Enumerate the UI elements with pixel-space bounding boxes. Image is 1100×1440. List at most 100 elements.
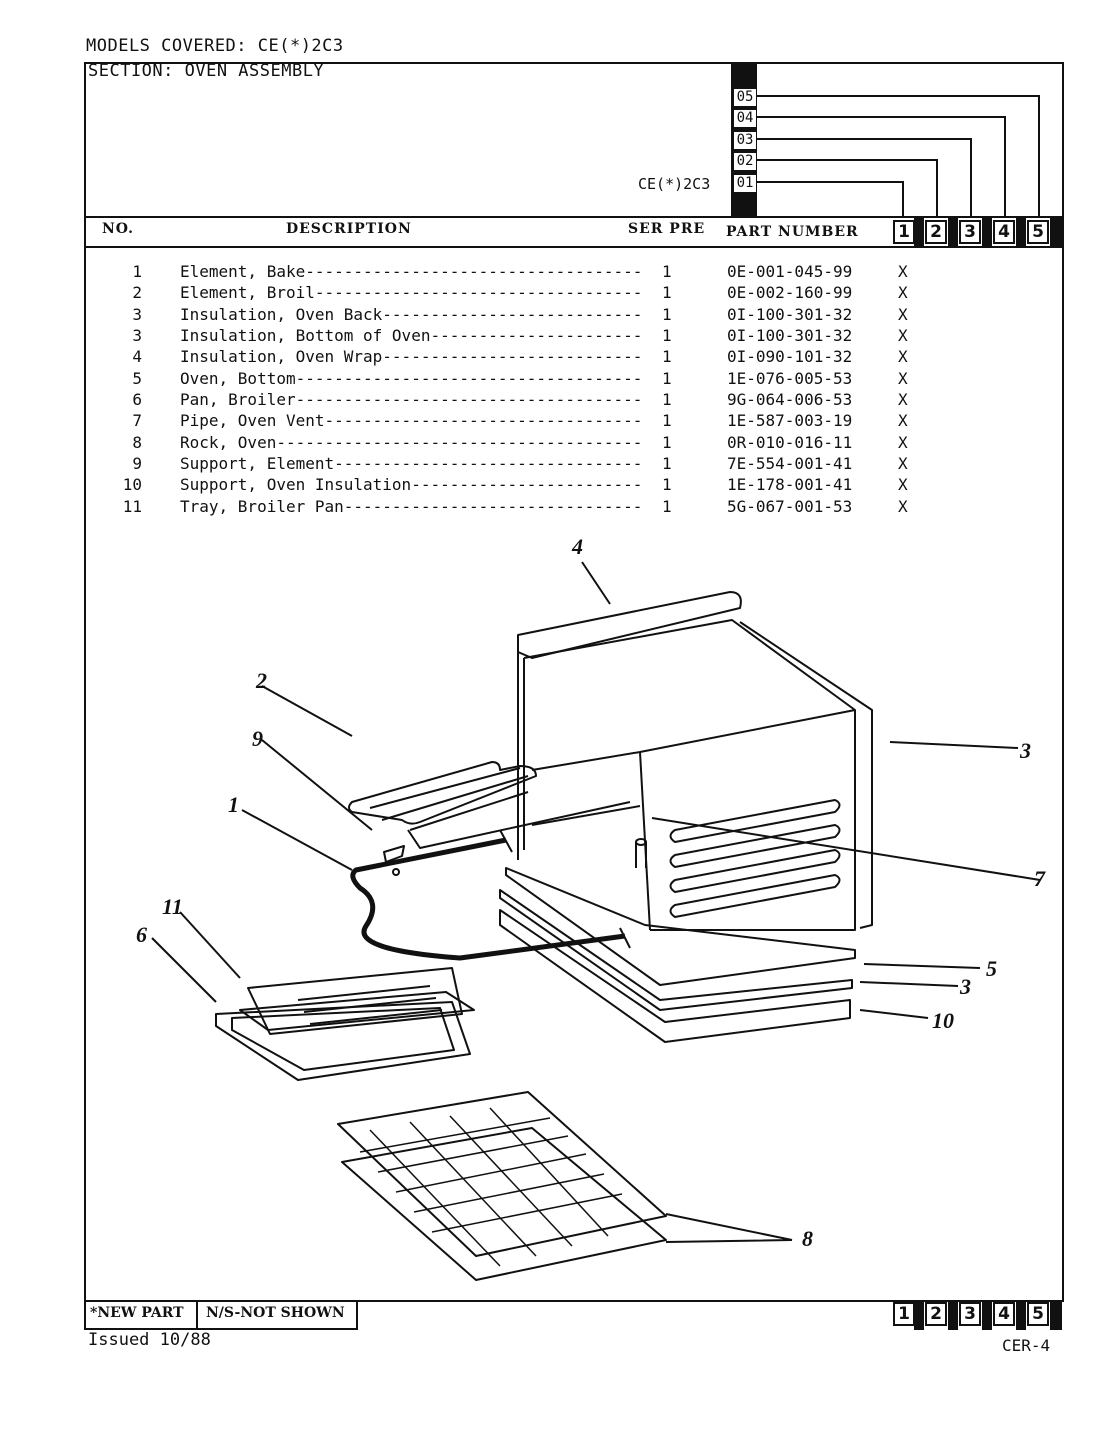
oven-assembly-diagram: 4 2 9 1 3 7 5 3 10 11 6 8 (136, 534, 1046, 1281)
leader-1 (241, 809, 353, 871)
row-part-number: 0E-001-045-99 (727, 262, 853, 281)
column-number-5: 5 (1027, 220, 1049, 244)
callout-3-upper: 3 (1019, 738, 1031, 763)
table-row: 7 Pipe, Oven Vent------------------------… (110, 411, 910, 432)
row-part-number: 7E-554-001-41 (727, 454, 853, 473)
column-number-3: 3 (959, 220, 981, 244)
callout-5: 5 (986, 956, 997, 981)
side-rib (669, 824, 841, 868)
row-qty: 1 (662, 497, 672, 516)
oven-rack-lower (341, 1127, 667, 1281)
broil-element-loops (369, 767, 529, 831)
column-number-2: 2 (925, 220, 947, 244)
models-covered: MODELS COVERED: CE(*)2C3 (86, 36, 344, 56)
row-mark: X (898, 497, 908, 516)
row-qty: 1 (662, 390, 672, 409)
leader-5 (863, 963, 981, 969)
row-qty: 1 (662, 411, 672, 430)
header-rule-bottom (84, 246, 1064, 248)
row-description: Insulation, Oven Back-------------------… (180, 305, 643, 324)
column-divider (1050, 218, 1062, 246)
footer-column-5: 5 (1027, 1302, 1049, 1326)
broil-element (348, 761, 537, 825)
oven-bottom (505, 867, 856, 986)
col-header-part-number: PART NUMBER (726, 224, 859, 240)
row-no: 1 (132, 262, 142, 281)
row-qty: 1 (662, 433, 672, 452)
row-mark: X (898, 262, 908, 281)
row-qty: 1 (662, 369, 672, 388)
column-number-4: 4 (993, 220, 1015, 244)
row-part-number: 1E-587-003-19 (727, 411, 853, 430)
broiler-tray (247, 967, 463, 1035)
row-part-number: 0I-100-301-32 (727, 305, 853, 324)
row-description: Support, Element------------------------… (180, 454, 643, 473)
row-part-number: 1E-178-001-41 (727, 475, 853, 494)
row-mark: X (898, 305, 908, 324)
leader-2 (261, 685, 353, 737)
column-divider (914, 218, 924, 246)
row-mark: X (898, 347, 908, 366)
page-code: CER-4 (1002, 1336, 1051, 1355)
table-row: 11 Tray, Broiler Pan---------------------… (110, 497, 910, 518)
row-part-number: 5G-067-001-53 (727, 497, 853, 516)
side-rib (669, 849, 841, 893)
row-description: Support, Oven Insulation----------------… (180, 475, 643, 494)
callout-7: 7 (1034, 866, 1046, 891)
model-code-03: 03 (733, 131, 757, 150)
model-code-02: 02 (733, 152, 757, 171)
row-description: Element, Broil--------------------------… (180, 283, 643, 302)
callout-9: 9 (252, 726, 263, 751)
footer-column-4: 4 (993, 1302, 1015, 1326)
column-divider (982, 218, 992, 246)
vent-pipe-top (635, 838, 647, 846)
row-no: 7 (132, 411, 142, 430)
footer-legend-box (84, 1300, 358, 1330)
rack-cross-wires (359, 1117, 623, 1233)
row-no: 4 (132, 347, 142, 366)
oven-cavity-top-edge (639, 709, 856, 753)
leader-11 (179, 911, 241, 979)
row-description: Pan, Broiler----------------------------… (180, 390, 643, 409)
col-header-ser-pre: SER PRE (628, 221, 706, 237)
leader-3a (889, 741, 1019, 749)
table-row: 2 Element, Broil-------------------------… (110, 283, 910, 304)
row-part-number: 0E-002-160-99 (727, 283, 853, 302)
section-title: SECTION: OVEN ASSEMBLY (88, 61, 325, 81)
row-part-number: 0I-090-101-32 (727, 347, 853, 366)
bottom-insulation (499, 889, 853, 1011)
row-mark: X (898, 411, 908, 430)
row-part-number: 0I-100-301-32 (727, 326, 853, 345)
leader-10 (859, 1009, 929, 1019)
row-description: Tray, Broiler Pan-----------------------… (180, 497, 643, 516)
leader-4 (581, 561, 611, 605)
row-mark: X (898, 454, 908, 473)
row-description: Pipe, Oven Vent-------------------------… (180, 411, 643, 430)
row-no: 11 (122, 497, 142, 516)
row-qty: 1 (662, 475, 672, 494)
footer-column-2: 2 (925, 1302, 947, 1326)
callout-3-lower: 3 (959, 974, 971, 999)
callout-1: 1 (228, 792, 239, 817)
row-mark: X (898, 433, 908, 452)
row-qty: 1 (662, 326, 672, 345)
oven-wrap-insulation (517, 591, 742, 659)
col-header-description: DESCRIPTION (286, 221, 412, 237)
row-qty: 1 (662, 305, 672, 324)
row-description: Rock, Oven------------------------------… (180, 433, 643, 452)
model-label: CE(*)2C3 (638, 175, 711, 193)
row-mark: X (898, 369, 908, 388)
row-no: 2 (132, 283, 142, 302)
leader-9 (261, 739, 373, 831)
model-code-leaders (757, 95, 1040, 218)
element-support (383, 845, 405, 863)
column-number-1: 1 (893, 220, 915, 244)
leader-6 (151, 937, 217, 1003)
row-description: Insulation, Oven Wrap-------------------… (180, 347, 643, 366)
element-screw (392, 868, 400, 876)
callout-6: 6 (136, 922, 147, 947)
